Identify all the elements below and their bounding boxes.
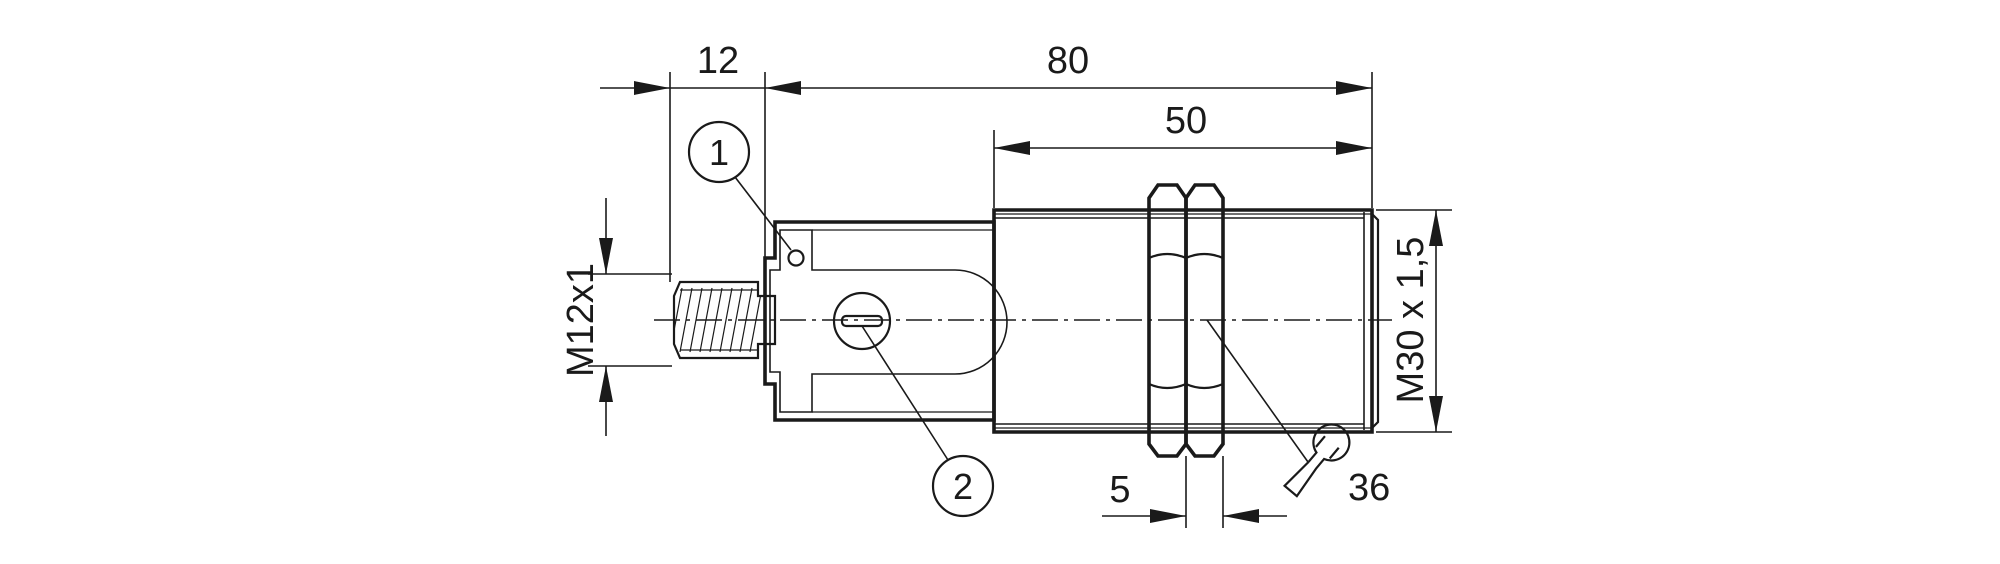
dimension-top-row — [600, 72, 1373, 282]
housing-head — [763, 220, 1008, 422]
callout-1-label: 1 — [709, 132, 729, 173]
potentiometer — [832, 291, 892, 351]
dimension-thread-length — [993, 130, 1372, 208]
lock-nut-right — [1184, 183, 1225, 458]
dim-wrench-size: 36 — [1348, 467, 1390, 509]
led-indicator — [787, 249, 805, 267]
wrench-leader-line — [1206, 319, 1309, 463]
callout-2 — [861, 325, 995, 518]
dimension-nut-thickness — [1102, 456, 1287, 528]
dim-connector-length: 12 — [697, 40, 739, 82]
threaded-barrel — [992, 208, 1380, 434]
callout-2-label: 2 — [953, 466, 973, 507]
dim-nut-thickness: 5 — [1109, 469, 1130, 511]
lock-nut-left — [1147, 183, 1188, 458]
dim-overall-length: 80 — [1047, 40, 1089, 82]
dimension-m12-thread — [588, 198, 672, 436]
dim-connector-thread: M12x1 — [560, 263, 602, 377]
dimension-m30-thread — [1376, 209, 1452, 433]
dim-housing-thread: M30 x 1,5 — [1390, 237, 1432, 404]
wrench-icon — [1282, 423, 1351, 498]
callout-1 — [687, 120, 792, 251]
dim-thread-length: 50 — [1165, 100, 1207, 142]
